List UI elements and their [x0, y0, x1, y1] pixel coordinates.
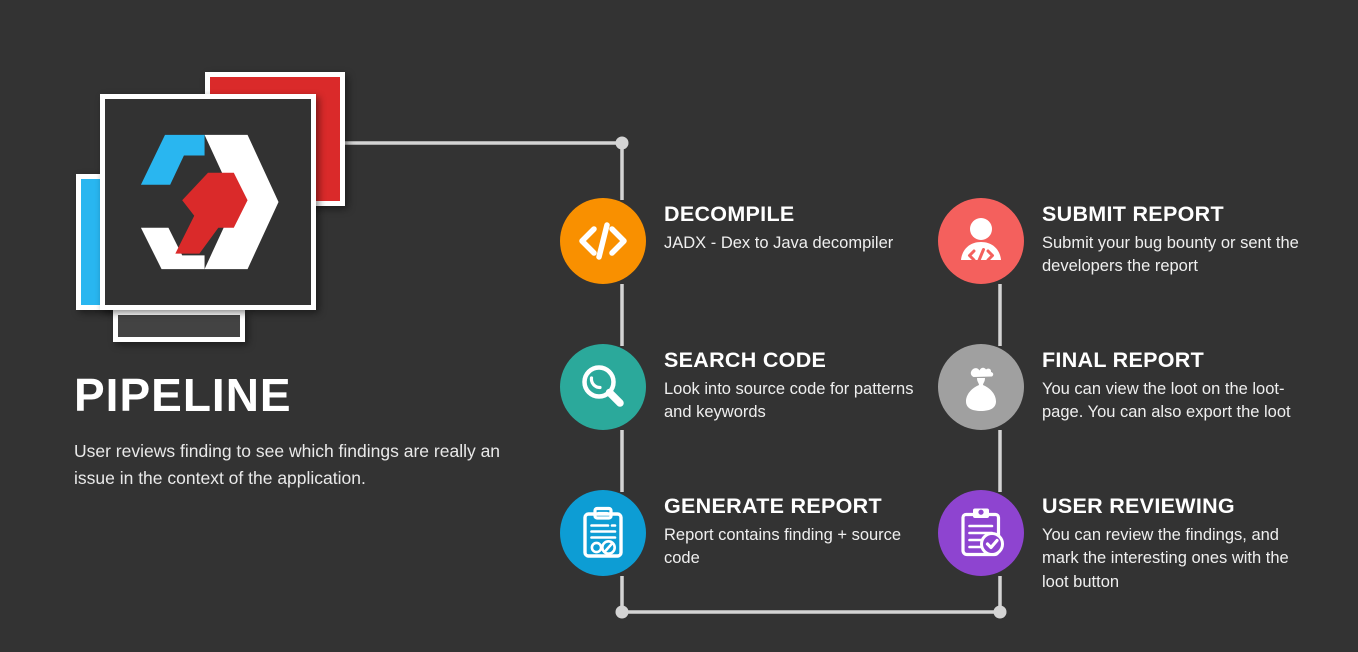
money-bag-icon [966, 367, 996, 411]
user-reviewing-title: USER REVIEWING [1042, 494, 1235, 518]
magnifier-icon [582, 365, 624, 407]
hexagon-code-logo-icon [140, 134, 279, 270]
stack-card-main [100, 94, 316, 310]
submit-report-text: SUBMIT REPORT Submit your bug bounty or … [1024, 198, 1300, 279]
pipeline-step-search-code[interactable]: SEARCH CODE Look into source code for pa… [560, 344, 916, 430]
clipboard-chart-icon [583, 506, 623, 558]
submit-report-badge[interactable] [938, 198, 1024, 284]
user-reviewing-badge[interactable] [938, 490, 1024, 576]
user-reviewing-description: You can review the findings, and mark th… [1042, 525, 1289, 592]
submit-report-title: SUBMIT REPORT [1042, 202, 1224, 226]
pipeline-step-decompile[interactable]: DECOMPILE JADX - Dex to Java decompiler [560, 198, 916, 284]
final-report-title: FINAL REPORT [1042, 348, 1205, 372]
final-report-badge[interactable] [938, 344, 1024, 430]
decompile-title: DECOMPILE [664, 202, 795, 226]
generate-report-badge[interactable] [560, 490, 646, 576]
user-reviewing-text: USER REVIEWING You can review the findin… [1024, 490, 1300, 595]
search-code-description: Look into source code for patterns and k… [664, 379, 914, 422]
generate-report-text: GENERATE REPORT Report contains finding … [646, 490, 916, 571]
generate-report-description: Report contains finding + source code [664, 525, 902, 568]
clipboard-check-icon [961, 508, 1004, 557]
decompile-text: DECOMPILE JADX - Dex to Java decompiler [646, 198, 916, 255]
submit-report-description: Submit your bug bounty or sent the devel… [1042, 233, 1299, 276]
final-report-text: FINAL REPORT You can view the loot on th… [1024, 344, 1300, 425]
connector-node-bottom-left [615, 605, 629, 619]
search-code-badge[interactable] [560, 344, 646, 430]
pipeline-step-submit-report[interactable]: SUBMIT REPORT Submit your bug bounty or … [938, 198, 1300, 284]
final-report-description: You can view the loot on the loot-page. … [1042, 379, 1291, 422]
stack-card-bottom [113, 310, 245, 342]
page-subtitle: User reviews finding to see which findin… [74, 441, 501, 488]
pipeline-step-generate-report[interactable]: GENERATE REPORT Report contains finding … [560, 490, 916, 576]
page-title: PIPELINE [74, 369, 292, 421]
brand-block: PIPELINE User reviews finding to see whi… [0, 0, 560, 652]
connector-node-bottom-right [993, 605, 1007, 619]
developer-person-icon [961, 218, 1001, 263]
pipeline-step-user-reviewing[interactable]: USER REVIEWING You can review the findin… [938, 490, 1300, 595]
decompile-description: JADX - Dex to Java decompiler [664, 233, 894, 252]
connector-node-top-left [615, 136, 629, 150]
search-code-title: SEARCH CODE [664, 348, 827, 372]
code-brackets-icon [579, 222, 627, 260]
generate-report-title: GENERATE REPORT [664, 494, 882, 518]
search-code-text: SEARCH CODE Look into source code for pa… [646, 344, 916, 425]
pipeline-step-final-report[interactable]: FINAL REPORT You can view the loot on th… [938, 344, 1300, 430]
decompile-badge[interactable] [560, 198, 646, 284]
